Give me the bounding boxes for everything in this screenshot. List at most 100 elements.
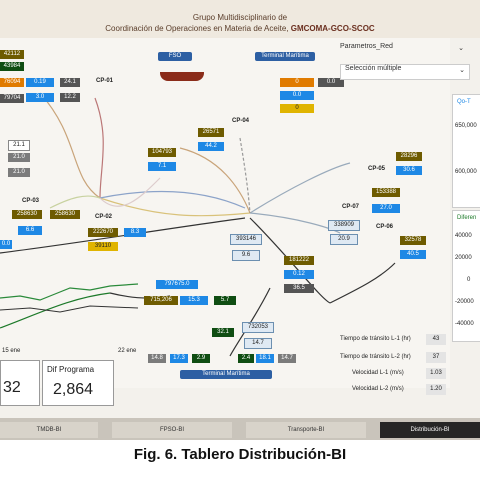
cp02-value-c: 39110 [88, 242, 118, 251]
cp05-value-a: 28296 [396, 152, 422, 161]
cp06-value-b: 40.5 [400, 250, 426, 259]
cp01-value-b: 12.2 [60, 93, 80, 102]
bottom-value-4: 2.4 [238, 354, 254, 363]
tab-transporte[interactable]: Transporte-BI [246, 422, 366, 438]
dashboard-frame: Grupo Multidisciplinario de Coordinación… [0, 0, 480, 440]
transit-l1-value: 43 [426, 334, 446, 345]
node-fso[interactable]: FSO [158, 52, 192, 61]
speed-l1-value: 1.03 [426, 368, 446, 379]
kpi-card-dif-programa: Dif Programa 2,864 [42, 360, 114, 406]
bottom-value-6: 14.7 [278, 354, 296, 363]
terminal-value-c: 15.3 [180, 296, 208, 305]
speed-l2-label: Velocidad L-2 (m/s) [352, 386, 404, 392]
right-chart-bottom-legend: Diferen [457, 215, 477, 221]
tab-distribucion[interactable]: Distribución-BI [380, 422, 480, 438]
right-chart-bottom-y5: -40000 [455, 321, 474, 327]
cp02-value-a: 222670 [88, 228, 118, 237]
trend-chart [0, 283, 139, 313]
mid-value-b: 7.1 [148, 162, 176, 171]
bottom-value-2: 17.3 [170, 354, 188, 363]
tab-fpso[interactable]: FPSO-BI [112, 422, 232, 438]
cp03-value-f: 6.6 [18, 226, 42, 235]
tab-bar: TMDB-BI FPSO-BI Transporte-BI Distribuci… [0, 418, 480, 440]
tl-value-2: 43984 [0, 62, 24, 71]
center-value-c: 393146 [230, 234, 262, 245]
node-cp03[interactable]: CP-03 [22, 198, 40, 204]
right-chart-bottom-y2: 20000 [455, 255, 472, 261]
cp07-value-a: 153388 [372, 188, 400, 197]
selection-dropdown[interactable]: Selección múltiple ⌄ [340, 64, 470, 80]
cp01-value-d: 3.0 [26, 93, 54, 102]
network-map: 42112 43984 76094 79704 24.1 12.2 0.19 3… [0, 38, 450, 388]
center-value-d: 9.6 [232, 250, 260, 261]
node-cp04[interactable]: CP-04 [232, 118, 250, 124]
fso-ship-icon [160, 72, 204, 81]
bottom-value-5: 18.1 [256, 354, 274, 363]
cp03-value-e: 258630 [50, 210, 80, 219]
header-acronym: GMCOMA-GCO-SCOC [290, 24, 375, 33]
center-value-e: 181222 [284, 256, 314, 265]
right-chart-bottom-y3: 0 [467, 277, 471, 283]
node-terminal-top[interactable]: Terminal Marítima [255, 52, 315, 61]
tab-tmdb[interactable]: TMDB-BI [0, 422, 98, 438]
cp03-value-g: 0.0 [0, 240, 12, 249]
chevron-down-icon: ⌄ [459, 67, 465, 74]
fso-value-a: 0 [280, 78, 314, 87]
center-value-b: 20.9 [330, 234, 358, 245]
cp04-value-a: 26571 [198, 128, 224, 137]
kpi-left-value: 32 [3, 379, 21, 396]
terminal-value-g: 14.7 [244, 338, 272, 349]
node-cp02[interactable]: CP-02 [95, 214, 113, 220]
kpi-value: 2,864 [53, 381, 94, 398]
terminal-value-e: 732053 [242, 322, 274, 333]
cp03-value-a: 21.1 [8, 140, 30, 151]
cp06-value-a: 32578 [400, 236, 426, 245]
cp03-value-d: 258630 [12, 210, 42, 219]
header: Grupo Multidisciplinario de Coordinación… [0, 0, 480, 38]
fso-value-c: 0.0 [318, 78, 344, 87]
mid-value-a: 104793 [148, 148, 176, 157]
fso-value-d: 0 [280, 104, 314, 113]
transit-l2-label: Tiempo de tránsito L-2 (hr) [340, 354, 411, 360]
selection-dropdown-value: Selección múltiple [345, 65, 402, 72]
center-value-g: 36.5 [284, 284, 314, 293]
cp03-value-b: 21.0 [8, 153, 30, 162]
terminal-value-b: 715,206 [144, 296, 178, 305]
right-chart-bottom: Diferen 40000 20000 0 -20000 -40000 [452, 210, 480, 342]
fso-value-b: 0.0 [280, 91, 314, 100]
parameters-dropdown-value: Parametros_Red [340, 43, 393, 50]
bottom-value-1: 14.8 [148, 354, 166, 363]
node-cp05[interactable]: CP-05 [368, 166, 386, 172]
right-chart-top-legend: Qo-T [457, 99, 471, 105]
terminal-value-a: 797675.0 [156, 280, 198, 289]
cp07-value-b: 27.0 [372, 204, 400, 213]
cp01-value-a: 24.1 [60, 78, 80, 87]
tl-value-3: 76094 [0, 78, 24, 87]
center-value-a: 338909 [328, 220, 360, 231]
cp02-value-b: 8.3 [124, 228, 146, 237]
header-line2: Coordinación de Operaciones en Materia d… [0, 24, 480, 33]
speed-l1-label: Velocidad L-1 (m/s) [352, 370, 404, 376]
header-line1: Grupo Multidisciplinario de [192, 13, 288, 22]
node-cp06[interactable]: CP-06 [376, 224, 394, 230]
figure-caption: Fig. 6. Tablero Distribución-BI [133, 446, 347, 463]
right-chart-top-y1: 650,000 [455, 123, 477, 129]
parameters-dropdown[interactable]: Parametros_Red ⌄ [340, 43, 468, 57]
cp04-value-b: 44.2 [198, 142, 224, 151]
node-terminal-bottom[interactable]: Terminal Marítima [180, 370, 272, 379]
speed-l2-value: 1.20 [426, 384, 446, 395]
kpi-card-left: 32 [0, 360, 40, 406]
trend-x-label-1: 15 ene [2, 348, 21, 354]
right-chart-bottom-y4: -20000 [455, 299, 474, 305]
tl-value-4: 79704 [0, 94, 24, 103]
transit-l2-value: 37 [426, 352, 446, 363]
right-chart-top: Qo-T 650,000 600,000 [452, 94, 480, 208]
bottom-value-3: 2.9 [192, 354, 210, 363]
node-cp07[interactable]: CP-07 [342, 204, 360, 210]
cp03-value-c: 21.0 [8, 168, 30, 177]
chevron-down-icon: ⌄ [458, 45, 464, 52]
node-cp01[interactable]: CP-01 [96, 78, 114, 84]
cp05-value-b: 30.6 [396, 166, 422, 175]
kpi-label: Dif Programa [47, 365, 95, 374]
terminal-value-d: 5.7 [214, 296, 236, 305]
